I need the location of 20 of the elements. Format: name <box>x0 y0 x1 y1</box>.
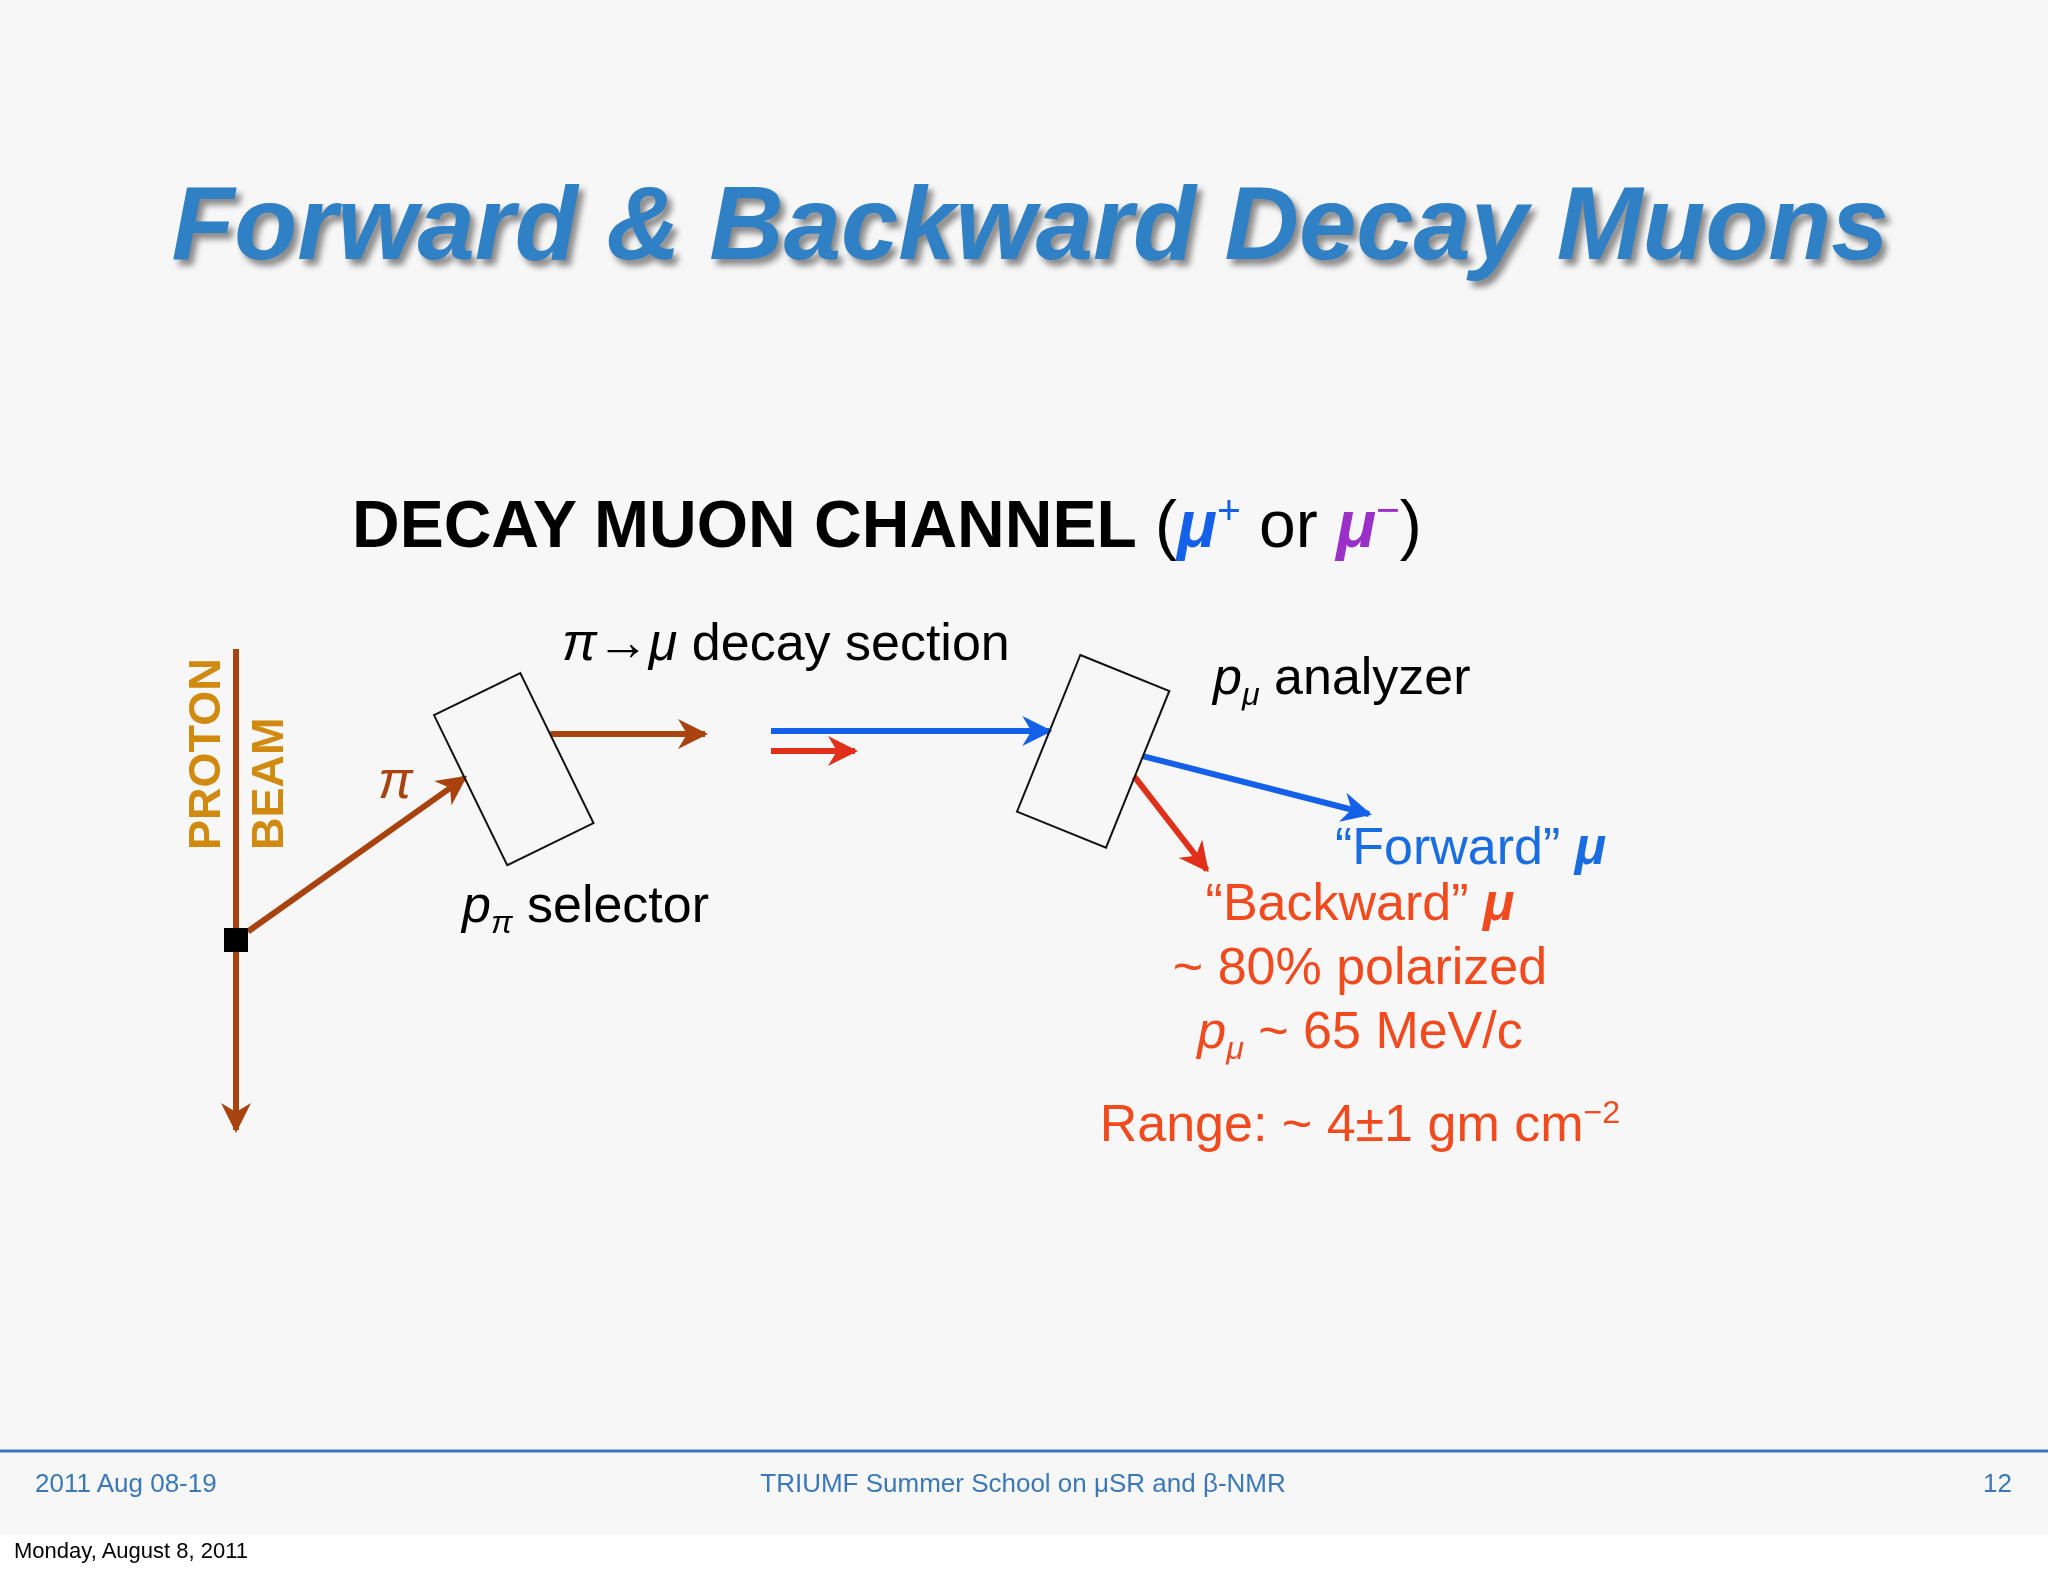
label-text: 2011 Aug 08-19 <box>35 1468 217 1499</box>
arrow <box>246 775 468 934</box>
label-text: TRIUMF Summer School on μSR and β-NMR <box>760 1468 1286 1499</box>
arrow <box>550 719 708 749</box>
label-text: p$_{μ}$ analyzer <box>1213 650 1471 711</box>
label-text: Range: ~ 4±1 gm cm$^{−2}$ <box>1098 1093 1622 1155</box>
edge-label: π <box>378 754 413 806</box>
arrow <box>221 952 251 1133</box>
heading: DECAY MUON CHANNEL (μ$^{+}$ or μ$^{−}$) <box>352 486 1422 562</box>
label-text: BEAM <box>245 717 290 850</box>
arrow <box>771 716 1053 746</box>
label-text: Monday, August 8, 2011 <box>14 1538 249 1564</box>
title: Forward & Backward Decay Muons <box>171 165 1889 283</box>
label-text: 12 <box>1983 1468 2012 1499</box>
label-text: PROTON <box>182 658 227 850</box>
label-text: p$_{μ}$ ~ 65 MeV/c <box>1195 1000 1524 1069</box>
arrow <box>1141 753 1372 822</box>
label-text: ~ 80% polarized <box>1171 936 1549 997</box>
label-text: p$_{π}$ selector <box>462 878 710 939</box>
arrow <box>1132 774 1210 873</box>
